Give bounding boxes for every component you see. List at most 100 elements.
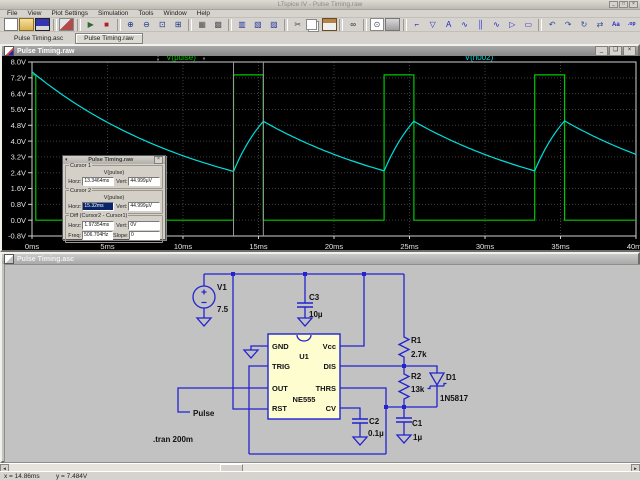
run-icon[interactable]: ▶: [87, 19, 94, 29]
diode-d1[interactable]: [427, 372, 447, 390]
spice-directive-text[interactable]: .tran 200m: [153, 435, 193, 444]
dialog-close-icon[interactable]: ×: [154, 156, 163, 164]
c3-name[interactable]: C3: [309, 293, 320, 302]
waveform-title: Pulse Timing.raw: [17, 47, 75, 55]
control-panel-icon[interactable]: [59, 18, 75, 31]
c1-value[interactable]: 1µ: [413, 433, 422, 442]
resistor-icon[interactable]: ∿: [461, 19, 468, 29]
pin-rst: RST: [272, 404, 287, 413]
c2-value[interactable]: 0.1µ: [368, 429, 384, 438]
copy-icon[interactable]: [306, 19, 318, 30]
wave-close-button[interactable]: ×: [623, 46, 636, 56]
ground-icon[interactable]: ▽: [429, 19, 436, 29]
zoom-in-icon[interactable]: ⊕: [127, 19, 134, 29]
mark-data-points-icon[interactable]: ▩: [214, 19, 222, 29]
dialog-system-icon[interactable]: ▾: [65, 157, 68, 163]
horizontal-scrollbar[interactable]: ◄ ►: [0, 463, 640, 472]
cursor-dialog-titlebar[interactable]: ▾ Pulse Timing.raw ×: [63, 156, 165, 164]
new-file-icon[interactable]: [3, 18, 19, 31]
c1-name[interactable]: C1: [412, 419, 423, 428]
cursor1-horz-value[interactable]: 13.3464ms: [82, 177, 114, 186]
spice-directive-icon[interactable]: .op: [628, 21, 636, 27]
tab-pulse-timing-asc[interactable]: Pulse Timing.asc: [14, 34, 64, 42]
app-maximize-button[interactable]: □: [619, 1, 628, 8]
autorange-icon[interactable]: ▨: [270, 19, 278, 29]
menu-plot-settings[interactable]: Plot Settings: [51, 9, 88, 17]
paste-icon[interactable]: [321, 18, 337, 31]
app-close-button[interactable]: ×: [629, 1, 638, 8]
halt-icon[interactable]: ■: [104, 19, 110, 29]
mirror-icon[interactable]: ⇄: [596, 19, 604, 29]
trace-label-Vn002[interactable]: V(n002): [465, 56, 494, 62]
open-file-icon[interactable]: [19, 18, 35, 31]
print-icon[interactable]: [385, 18, 401, 31]
r2-value[interactable]: 13k: [411, 385, 425, 394]
r2-name[interactable]: R2: [411, 372, 422, 381]
inductor-icon[interactable]: ∿: [493, 19, 500, 29]
c2-name[interactable]: C2: [369, 417, 380, 426]
plot-settings-icon[interactable]: ▥: [238, 19, 246, 29]
visible-traces-icon[interactable]: ▧: [254, 19, 262, 29]
zoom-out-icon[interactable]: ⊖: [143, 19, 150, 29]
menu-simulation[interactable]: Simulation: [97, 9, 129, 17]
r1-value[interactable]: 2.7k: [411, 350, 427, 359]
component-icon[interactable]: ▭: [524, 19, 533, 29]
diff-slope-value[interactable]: 0: [129, 231, 160, 240]
toolbar-separator: [283, 18, 288, 31]
waveform-titlebar[interactable]: Pulse Timing.raw _ ❑ ×: [2, 46, 638, 56]
zoom-full-icon[interactable]: ⊞: [174, 19, 182, 29]
r1-name[interactable]: R1: [411, 336, 422, 345]
resistor-r2[interactable]: [397, 371, 411, 405]
menu-help[interactable]: Help: [196, 9, 211, 17]
app-minimize-button[interactable]: _: [609, 1, 618, 8]
print-preview-icon[interactable]: ⊙: [369, 18, 385, 31]
capacitor-c3[interactable]: [297, 302, 313, 308]
voltage-source-v1[interactable]: [192, 285, 216, 309]
diode-icon[interactable]: ▷: [509, 19, 516, 29]
v1-name[interactable]: V1: [217, 283, 227, 292]
c3-value[interactable]: 10µ: [309, 310, 323, 319]
cursor-dialog[interactable]: ▾ Pulse Timing.raw × Cursor 1 V(pulse) H…: [62, 155, 166, 243]
label-icon[interactable]: A: [445, 19, 452, 29]
cursor2-horz-label: Horz:: [68, 203, 82, 210]
resistor-r1[interactable]: [397, 334, 411, 361]
v1-value[interactable]: 7.5: [217, 305, 229, 314]
trace-label-Vpulse[interactable]: V(pulse): [166, 56, 196, 62]
rotate-icon[interactable]: ↻: [580, 19, 588, 29]
undo-icon[interactable]: ↶: [548, 19, 556, 29]
menu-tools[interactable]: Tools: [138, 9, 154, 17]
diff-vert-value[interactable]: 0V: [128, 221, 160, 230]
schematic-canvas[interactable]: GND TRIG OUT RST Vcc DIS THRS CV U1 NE55…: [4, 264, 640, 463]
tab-pulse-timing-raw[interactable]: Pulse Timing.raw: [75, 32, 143, 44]
save-icon[interactable]: [35, 18, 51, 31]
capacitor-c1[interactable]: [396, 417, 412, 423]
cut-icon[interactable]: ✂: [294, 19, 302, 29]
zoom-area-icon[interactable]: ⊡: [159, 19, 166, 29]
diff-horz-value[interactable]: 1.97354ms: [82, 221, 114, 230]
wave-minimize-button[interactable]: _: [595, 46, 608, 56]
menu-file[interactable]: File: [7, 9, 18, 17]
ic-u1[interactable]: GND TRIG OUT RST Vcc DIS THRS CV U1 NE55…: [267, 333, 341, 420]
menu-view[interactable]: View: [27, 9, 42, 17]
capacitor-icon[interactable]: ║: [477, 19, 484, 29]
text-tool-icon[interactable]: Aa: [612, 21, 620, 28]
menu-window[interactable]: Window: [163, 9, 187, 17]
d1-name[interactable]: D1: [446, 373, 457, 382]
redo-icon[interactable]: ↷: [564, 19, 572, 29]
diff-freq-value[interactable]: 506.704Hz: [82, 231, 114, 240]
cursor1-vert-value[interactable]: 44.999µV: [128, 177, 160, 186]
find-icon[interactable]: ∞: [350, 19, 356, 29]
d1-value[interactable]: 1N5817: [440, 394, 469, 403]
wires[interactable]: [177, 273, 438, 455]
cursor2-horz-value[interactable]: 15.32ms: [82, 202, 114, 211]
net-label-pulse[interactable]: Pulse: [193, 409, 215, 418]
wave-restore-button[interactable]: ❑: [609, 46, 622, 56]
capacitor-c2[interactable]: [352, 418, 368, 424]
grid-icon[interactable]: ▦: [198, 19, 206, 29]
pin-trig: TRIG: [272, 362, 290, 371]
x-tick-label: 25ms: [400, 242, 419, 250]
wire-icon[interactable]: ⌐: [414, 19, 420, 29]
schematic-titlebar[interactable]: Pulse Timing.asc: [2, 254, 638, 264]
pin-vcc: Vcc: [323, 342, 336, 351]
cursor2-vert-value[interactable]: 44.999µV: [128, 202, 160, 211]
